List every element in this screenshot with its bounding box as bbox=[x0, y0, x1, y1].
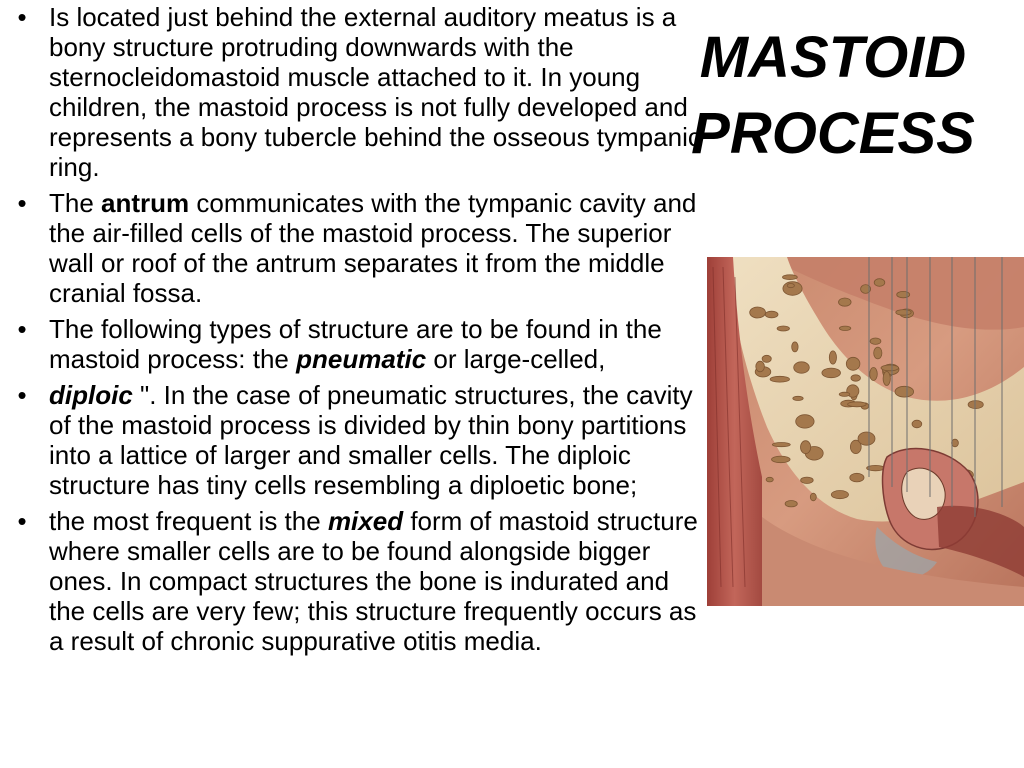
air-cell bbox=[850, 374, 861, 382]
air-cell bbox=[800, 476, 814, 484]
air-cell bbox=[967, 400, 984, 410]
air-cell bbox=[821, 367, 841, 379]
bullet-text-segment: antrum bbox=[101, 188, 190, 218]
bullet-marker: • bbox=[17, 188, 27, 218]
title-line-2: PROCESS bbox=[691, 101, 975, 166]
air-cell bbox=[839, 325, 852, 331]
bullet-text-segment: ". In the case of pneumatic structures, … bbox=[49, 380, 693, 500]
air-cell bbox=[882, 371, 891, 386]
air-cell bbox=[880, 364, 900, 372]
air-cell bbox=[849, 472, 865, 483]
air-cell bbox=[776, 325, 790, 332]
air-cell bbox=[951, 438, 959, 448]
bullet-marker: • bbox=[17, 506, 27, 536]
air-cell bbox=[869, 337, 882, 345]
air-cell bbox=[764, 310, 779, 319]
air-cell bbox=[809, 492, 817, 502]
air-cell bbox=[838, 297, 852, 307]
air-cell bbox=[769, 375, 790, 383]
bullet-text-segment: diploic bbox=[49, 380, 133, 410]
air-cell bbox=[791, 341, 799, 353]
mastoid-anatomy-illustration bbox=[707, 257, 1024, 606]
air-cell bbox=[845, 356, 861, 371]
air-cell bbox=[800, 440, 812, 455]
air-cell bbox=[896, 290, 911, 299]
upper-soft-tissue bbox=[767, 257, 1024, 330]
bullet-text-segment: The following types of structure are to … bbox=[49, 314, 662, 374]
air-cell bbox=[830, 490, 849, 500]
air-cell bbox=[761, 354, 772, 363]
bullet-text-segment: mixed bbox=[327, 506, 404, 536]
mastoid-bone bbox=[727, 257, 1024, 522]
inner-ear-structure bbox=[937, 505, 1024, 577]
bullet-text-segment: Is located just behind the external audi… bbox=[49, 2, 701, 182]
slide-title: MASTOID PROCESS bbox=[668, 20, 998, 172]
air-cell bbox=[838, 391, 851, 397]
membrane bbox=[875, 527, 937, 579]
air-cell bbox=[755, 360, 765, 373]
bullet-item: • the most frequent is the mixed form of … bbox=[12, 506, 712, 656]
bullet-text-segment: pneumatic bbox=[296, 344, 427, 374]
bullet-text-segment: communicates with the tympanic cavity an… bbox=[49, 188, 697, 308]
air-cell bbox=[793, 361, 810, 374]
air-cell bbox=[895, 309, 912, 316]
bullet-marker: • bbox=[17, 314, 27, 344]
bullet-text-segment: the most frequent is the bbox=[49, 506, 328, 536]
air-cell bbox=[828, 350, 837, 365]
bullet-item: • Is located just behind the external aud… bbox=[12, 2, 712, 182]
bullet-item: • diploic ". In the case of pneumatic str… bbox=[12, 380, 712, 500]
air-cell bbox=[792, 395, 804, 401]
label-pointer-lines bbox=[868, 257, 1003, 517]
lower-tissue bbox=[762, 517, 1024, 606]
bullet-text-segment: form of mastoid structure where smaller … bbox=[49, 506, 698, 656]
air-cell bbox=[894, 385, 915, 398]
air-cell bbox=[869, 367, 878, 381]
air-cell bbox=[784, 500, 798, 508]
sternocleidomastoid-muscle bbox=[707, 257, 762, 606]
air-cell bbox=[873, 278, 886, 287]
title-line-1: MASTOID bbox=[699, 25, 967, 90]
air-cell bbox=[847, 401, 867, 408]
bullet-text-segment: or large-celled, bbox=[426, 344, 606, 374]
bullet-text-segment: The bbox=[49, 188, 102, 218]
bullet-item: • The following types of structure are to… bbox=[12, 314, 712, 374]
air-cell bbox=[860, 284, 872, 294]
air-cell bbox=[850, 439, 862, 454]
air-cell bbox=[765, 476, 774, 483]
bullet-list: • Is located just behind the external aud… bbox=[12, 2, 712, 662]
air-cell bbox=[857, 431, 876, 446]
bullet-marker: • bbox=[17, 380, 27, 410]
air-cell bbox=[873, 346, 883, 360]
air-cell bbox=[771, 455, 791, 464]
air-cell bbox=[782, 274, 798, 281]
bullet-marker: • bbox=[17, 2, 27, 32]
air-cell bbox=[795, 414, 815, 429]
air-cell bbox=[771, 442, 791, 448]
bullet-item: • The antrum communicates with the tympan… bbox=[12, 188, 712, 308]
air-cell bbox=[786, 283, 795, 289]
air-cell bbox=[749, 306, 766, 319]
air-cell bbox=[911, 419, 923, 429]
